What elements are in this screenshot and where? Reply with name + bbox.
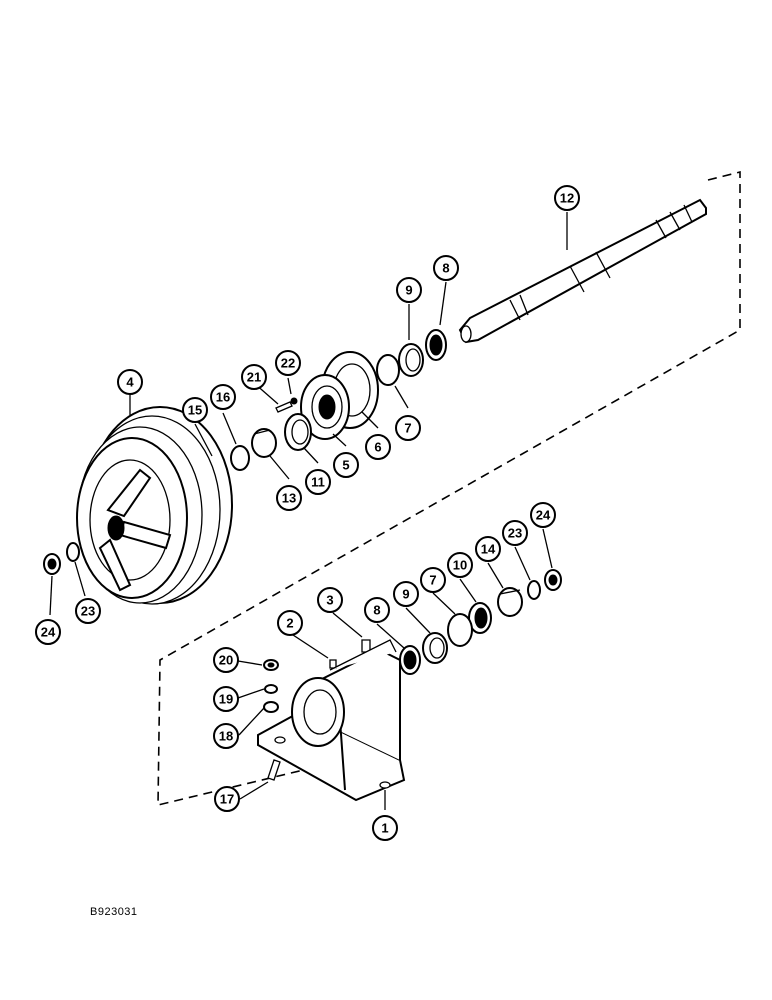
callout-5: 5 [333,452,359,478]
svg-text:19: 19 [219,692,233,707]
callout-24-right: 24 [530,502,556,528]
svg-text:6: 6 [374,440,381,455]
callout-12: 12 [554,185,580,211]
svg-text:23: 23 [81,604,95,619]
nut-24-right [544,569,562,591]
bolt-17 [267,759,281,781]
lock-washer-19 [264,684,278,694]
callout-21: 21 [241,364,267,390]
callout-11: 11 [305,469,331,495]
shaft-part [458,198,707,344]
spacer [251,428,277,458]
svg-text:8: 8 [373,603,380,618]
nut-24-left [43,553,61,575]
callout-16: 16 [210,384,236,410]
bushing-14 [497,587,523,617]
svg-text:2: 2 [286,616,293,631]
svg-text:14: 14 [481,542,496,557]
drawing-number: B923031 [90,906,138,918]
bearing-housing [300,374,350,440]
bearing-cup-upper [398,343,424,377]
callout-9-upper: 9 [396,277,422,303]
snap-ring-lower [447,613,473,647]
nut-22 [290,397,298,405]
callout-9-lower: 9 [393,581,419,607]
svg-text:23: 23 [508,526,522,541]
bearing-cone-upper [425,329,447,361]
flat-washer-18 [263,701,279,713]
svg-text:22: 22 [281,356,295,371]
svg-text:18: 18 [219,729,233,744]
callout-4: 4 [117,369,143,395]
washer-23-left [66,542,80,562]
callout-1: 1 [372,815,398,841]
svg-text:3: 3 [326,593,333,608]
svg-text:16: 16 [216,390,230,405]
callout-8-upper: 8 [433,255,459,281]
callout-15: 15 [182,397,208,423]
svg-text:15: 15 [188,403,202,418]
svg-text:9: 9 [405,283,412,298]
svg-text:11: 11 [311,475,325,490]
callout-18: 18 [213,723,239,749]
svg-text:24: 24 [41,625,56,640]
svg-text:21: 21 [247,370,261,385]
callout-24-left: 24 [35,619,61,645]
svg-text:12: 12 [560,191,574,206]
pulley [76,406,233,605]
callout-7-lower: 7 [420,567,446,593]
assembly-boundary-dashed [157,170,741,807]
svg-text:9: 9 [402,587,409,602]
callout-23-left: 23 [75,598,101,624]
seal-10 [468,602,492,634]
callout-8-lower: 8 [364,597,390,623]
seal [284,413,312,451]
svg-text:24: 24 [536,508,551,523]
callout-3: 3 [317,587,343,613]
svg-text:5: 5 [342,458,349,473]
housing-base [257,639,406,802]
callout-17: 17 [214,786,240,812]
svg-text:7: 7 [404,421,411,436]
svg-text:17: 17 [220,792,234,807]
nut-20 [263,659,279,671]
callout-14: 14 [475,536,501,562]
callout-7-upper: 7 [395,415,421,441]
callout-20: 20 [213,647,239,673]
callout-10: 10 [447,552,473,578]
bearing-cup-lower [422,632,448,664]
callout-6: 6 [365,434,391,460]
callout-19: 19 [213,686,239,712]
callout-13: 13 [276,485,302,511]
snap-ring-upper [376,354,400,386]
svg-text:13: 13 [282,491,296,506]
callout-22: 22 [275,350,301,376]
svg-text:4: 4 [126,375,134,390]
bolt-21 [275,401,293,413]
svg-text:10: 10 [453,558,467,573]
svg-text:7: 7 [429,573,436,588]
svg-text:8: 8 [442,261,449,276]
washer-23-right [527,580,541,600]
callout-2: 2 [277,610,303,636]
svg-text:20: 20 [219,653,233,668]
svg-text:1: 1 [381,821,388,836]
callout-23-right: 23 [502,520,528,546]
bearing-cone-lower [399,645,421,675]
washer-16 [230,445,250,471]
